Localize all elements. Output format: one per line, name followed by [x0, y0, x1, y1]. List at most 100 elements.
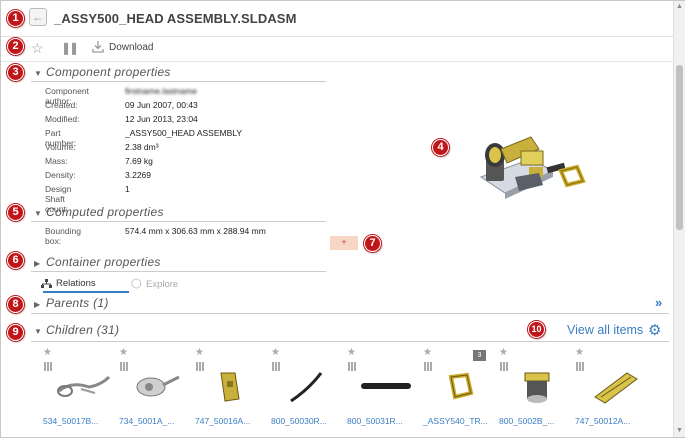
prop-value: 12 Jun 2013, 23:04	[125, 114, 198, 124]
columns-icon[interactable]	[424, 362, 432, 371]
child-name[interactable]: 734_5001A_...	[119, 416, 175, 426]
vertical-scrollbar[interactable]: ▲ ▼	[673, 1, 685, 437]
arrow-left-icon: ←	[32, 10, 44, 24]
child-thumbnail	[57, 375, 111, 397]
child-item[interactable]: ★ 747_50016A...	[195, 347, 269, 431]
prop-key: Density:	[45, 170, 76, 180]
caret-down-icon[interactable]: ▼	[34, 69, 42, 78]
prop-value: 2.38 dm³	[125, 142, 159, 152]
child-item[interactable]: ★ 800_50030R...	[271, 347, 345, 431]
divider	[31, 341, 669, 342]
component-properties-heading[interactable]: Component properties	[46, 65, 171, 79]
caret-right-icon[interactable]: ▶	[34, 259, 41, 268]
child-name[interactable]: 800_5002B_...	[499, 416, 555, 426]
prop-key: Mass:	[45, 156, 68, 166]
columns-icon[interactable]	[120, 362, 128, 371]
star-icon[interactable]: ★	[195, 347, 204, 358]
child-name[interactable]: 534_50017B...	[43, 416, 99, 426]
prop-key: Design Shaft count:	[45, 184, 72, 214]
prop-value: firstname.lastname	[125, 86, 197, 96]
scroll-up-icon[interactable]: ▲	[676, 3, 683, 10]
prop-value: 3.2269	[125, 170, 151, 180]
callout-marker-5: 5	[7, 204, 24, 221]
child-item[interactable]: ★ 800_50031R...	[347, 347, 421, 431]
divider	[31, 271, 326, 272]
explore-icon: ◯	[131, 278, 142, 289]
child-item[interactable]: ★ 747_50012A...	[575, 347, 649, 431]
star-icon[interactable]: ★	[347, 347, 356, 358]
child-item[interactable]: ★ 3 _ASSY540_TR...	[423, 347, 497, 431]
callout-marker-9: 9	[7, 324, 24, 341]
child-thumbnail	[290, 372, 323, 403]
divider	[31, 221, 326, 222]
star-icon[interactable]: ★	[499, 347, 508, 358]
toolbar: ☆ ❚❚ Download	[1, 37, 673, 62]
prop-key: Part number:	[45, 128, 77, 148]
star-icon[interactable]: ★	[575, 347, 584, 358]
columns-icon[interactable]	[44, 362, 52, 371]
child-thumbnail	[361, 383, 411, 389]
prop-key: Created:	[45, 100, 78, 110]
tab-explore[interactable]: Explore	[146, 279, 179, 290]
scroll-down-icon[interactable]: ▼	[676, 427, 683, 434]
assembly-3d-preview[interactable]	[461, 119, 601, 219]
back-button[interactable]: ←	[29, 8, 47, 26]
columns-icon[interactable]	[348, 362, 356, 371]
container-properties-heading[interactable]: Container properties	[46, 255, 161, 269]
columns-icon[interactable]	[272, 362, 280, 371]
star-icon[interactable]: ★	[43, 347, 52, 358]
child-name[interactable]: _ASSY540_TR...	[423, 416, 488, 426]
caret-down-icon[interactable]: ▼	[34, 327, 42, 336]
children-heading[interactable]: Children (31)	[46, 323, 120, 337]
scroll-thumb[interactable]	[676, 65, 683, 230]
columns-icon[interactable]	[576, 362, 584, 371]
computed-properties-heading[interactable]: Computed properties	[46, 205, 164, 219]
divider	[31, 81, 326, 82]
expand-panel-button[interactable]: +	[330, 236, 358, 250]
gear-icon[interactable]: ⚙	[648, 322, 662, 339]
child-item[interactable]: ★ 734_5001A_...	[119, 347, 193, 431]
prop-value: 7.69 kg	[125, 156, 153, 166]
columns-icon[interactable]: ❚❚	[61, 41, 79, 55]
count-badge: 3	[473, 350, 486, 361]
child-item[interactable]: ★ 534_50017B...	[43, 347, 117, 431]
star-icon[interactable]: ☆	[31, 40, 44, 56]
child-thumbnail	[136, 375, 180, 397]
prop-key: Bounding box:	[45, 226, 81, 246]
caret-down-icon[interactable]: ▼	[34, 209, 42, 218]
child-thumbnail	[594, 372, 638, 404]
columns-icon[interactable]	[196, 362, 204, 371]
child-name[interactable]: 747_50016A...	[195, 416, 251, 426]
download-button[interactable]: Download	[109, 42, 154, 53]
prop-value: 1	[125, 184, 130, 194]
tab-relations[interactable]: Relations	[56, 278, 96, 289]
title-bar: ← _ASSY500_HEAD ASSEMBLY.SLDASM	[1, 1, 673, 37]
star-icon[interactable]: ★	[271, 347, 280, 358]
star-icon[interactable]: ★	[119, 347, 128, 358]
prop-key: Modified:	[45, 114, 80, 124]
callout-marker-10: 10	[528, 321, 545, 338]
callout-marker-4: 4	[432, 139, 449, 156]
columns-icon[interactable]	[500, 362, 508, 371]
divider	[31, 313, 669, 314]
callout-marker-2: 2	[7, 38, 24, 55]
view-all-items-link[interactable]: View all items	[567, 323, 644, 337]
child-item[interactable]: ★ 800_5002B_...	[499, 347, 573, 431]
prop-key: Volume:	[45, 142, 76, 152]
child-name[interactable]: 800_50031R...	[347, 416, 403, 426]
double-chevron-right-icon[interactable]: »	[655, 295, 663, 310]
child-name[interactable]: 800_50030R...	[271, 416, 327, 426]
child-name[interactable]: 747_50012A...	[575, 416, 631, 426]
download-icon[interactable]	[92, 40, 104, 56]
prop-key: Component author:	[45, 86, 89, 106]
prop-value: _ASSY500_HEAD ASSEMBLY	[125, 128, 243, 138]
parents-heading[interactable]: Parents (1)	[46, 296, 109, 310]
child-thumbnail	[220, 372, 240, 402]
star-icon[interactable]: ★	[423, 347, 432, 358]
active-tab-indicator	[43, 291, 129, 293]
page-title: _ASSY500_HEAD ASSEMBLY.SLDASM	[54, 11, 297, 26]
callout-marker-1: 1	[7, 10, 24, 27]
callout-marker-7: 7	[364, 235, 381, 252]
prop-value: 09 Jun 2007, 00:43	[125, 100, 198, 110]
caret-right-icon[interactable]: ▶	[34, 300, 41, 309]
